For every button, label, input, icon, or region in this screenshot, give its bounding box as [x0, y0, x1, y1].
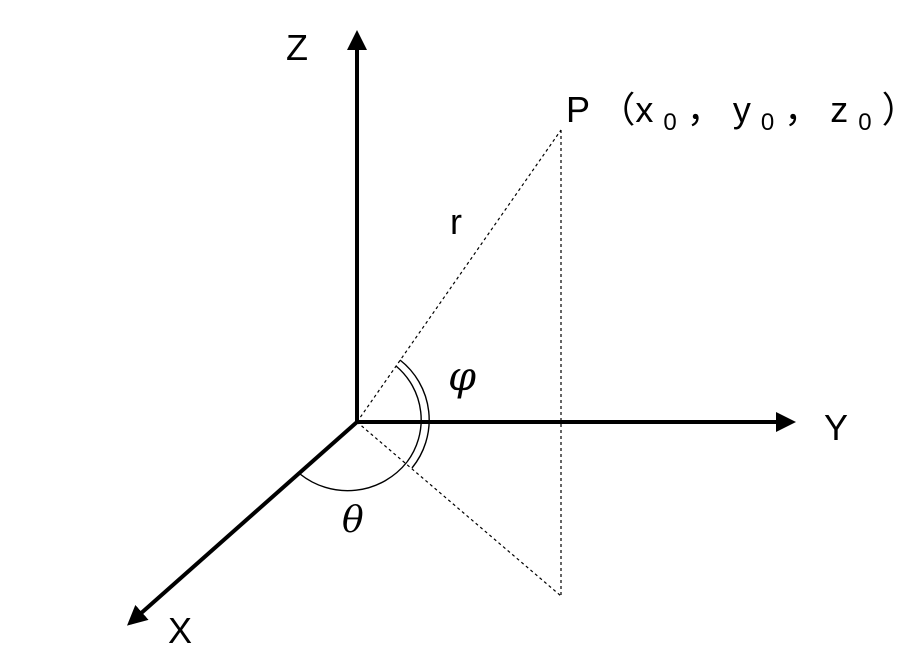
phi-label: φ	[448, 354, 476, 400]
point-x-sub: 0	[663, 109, 676, 136]
radius-label: r	[450, 201, 462, 242]
point-label: P （x 0 ， y 0 ， z 0 ）	[566, 89, 899, 138]
projection-line	[356, 421, 562, 597]
x-axis	[127, 420, 359, 626]
point-sep-2: ，	[784, 89, 820, 130]
radius-line	[356, 129, 562, 423]
x-axis-label: X	[168, 610, 192, 651]
point-name: P	[566, 89, 589, 130]
point-z-sub: 0	[858, 109, 871, 136]
point-z: z	[830, 89, 848, 130]
phi-arc-inner	[395, 365, 422, 463]
point-coord-open: （x	[599, 89, 653, 130]
point-coord-close: ）	[882, 89, 899, 130]
z-axis-label: Z	[286, 27, 308, 68]
y-axis-label: Y	[824, 407, 848, 448]
theta-label: θ	[342, 500, 364, 541]
point-y-sub: 0	[761, 109, 774, 136]
point-sep-1: ，	[687, 89, 723, 130]
point-y: y	[733, 89, 751, 130]
theta-arc	[299, 461, 408, 492]
phi-arc-outer	[399, 359, 430, 469]
